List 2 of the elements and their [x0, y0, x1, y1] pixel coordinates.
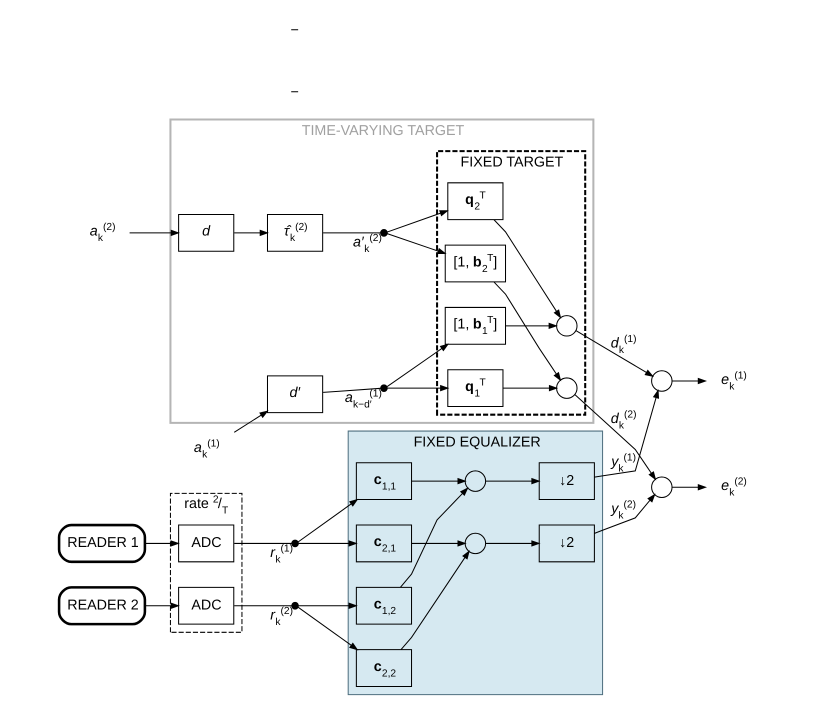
label: − — [290, 84, 299, 101]
label: − — [290, 22, 299, 38]
